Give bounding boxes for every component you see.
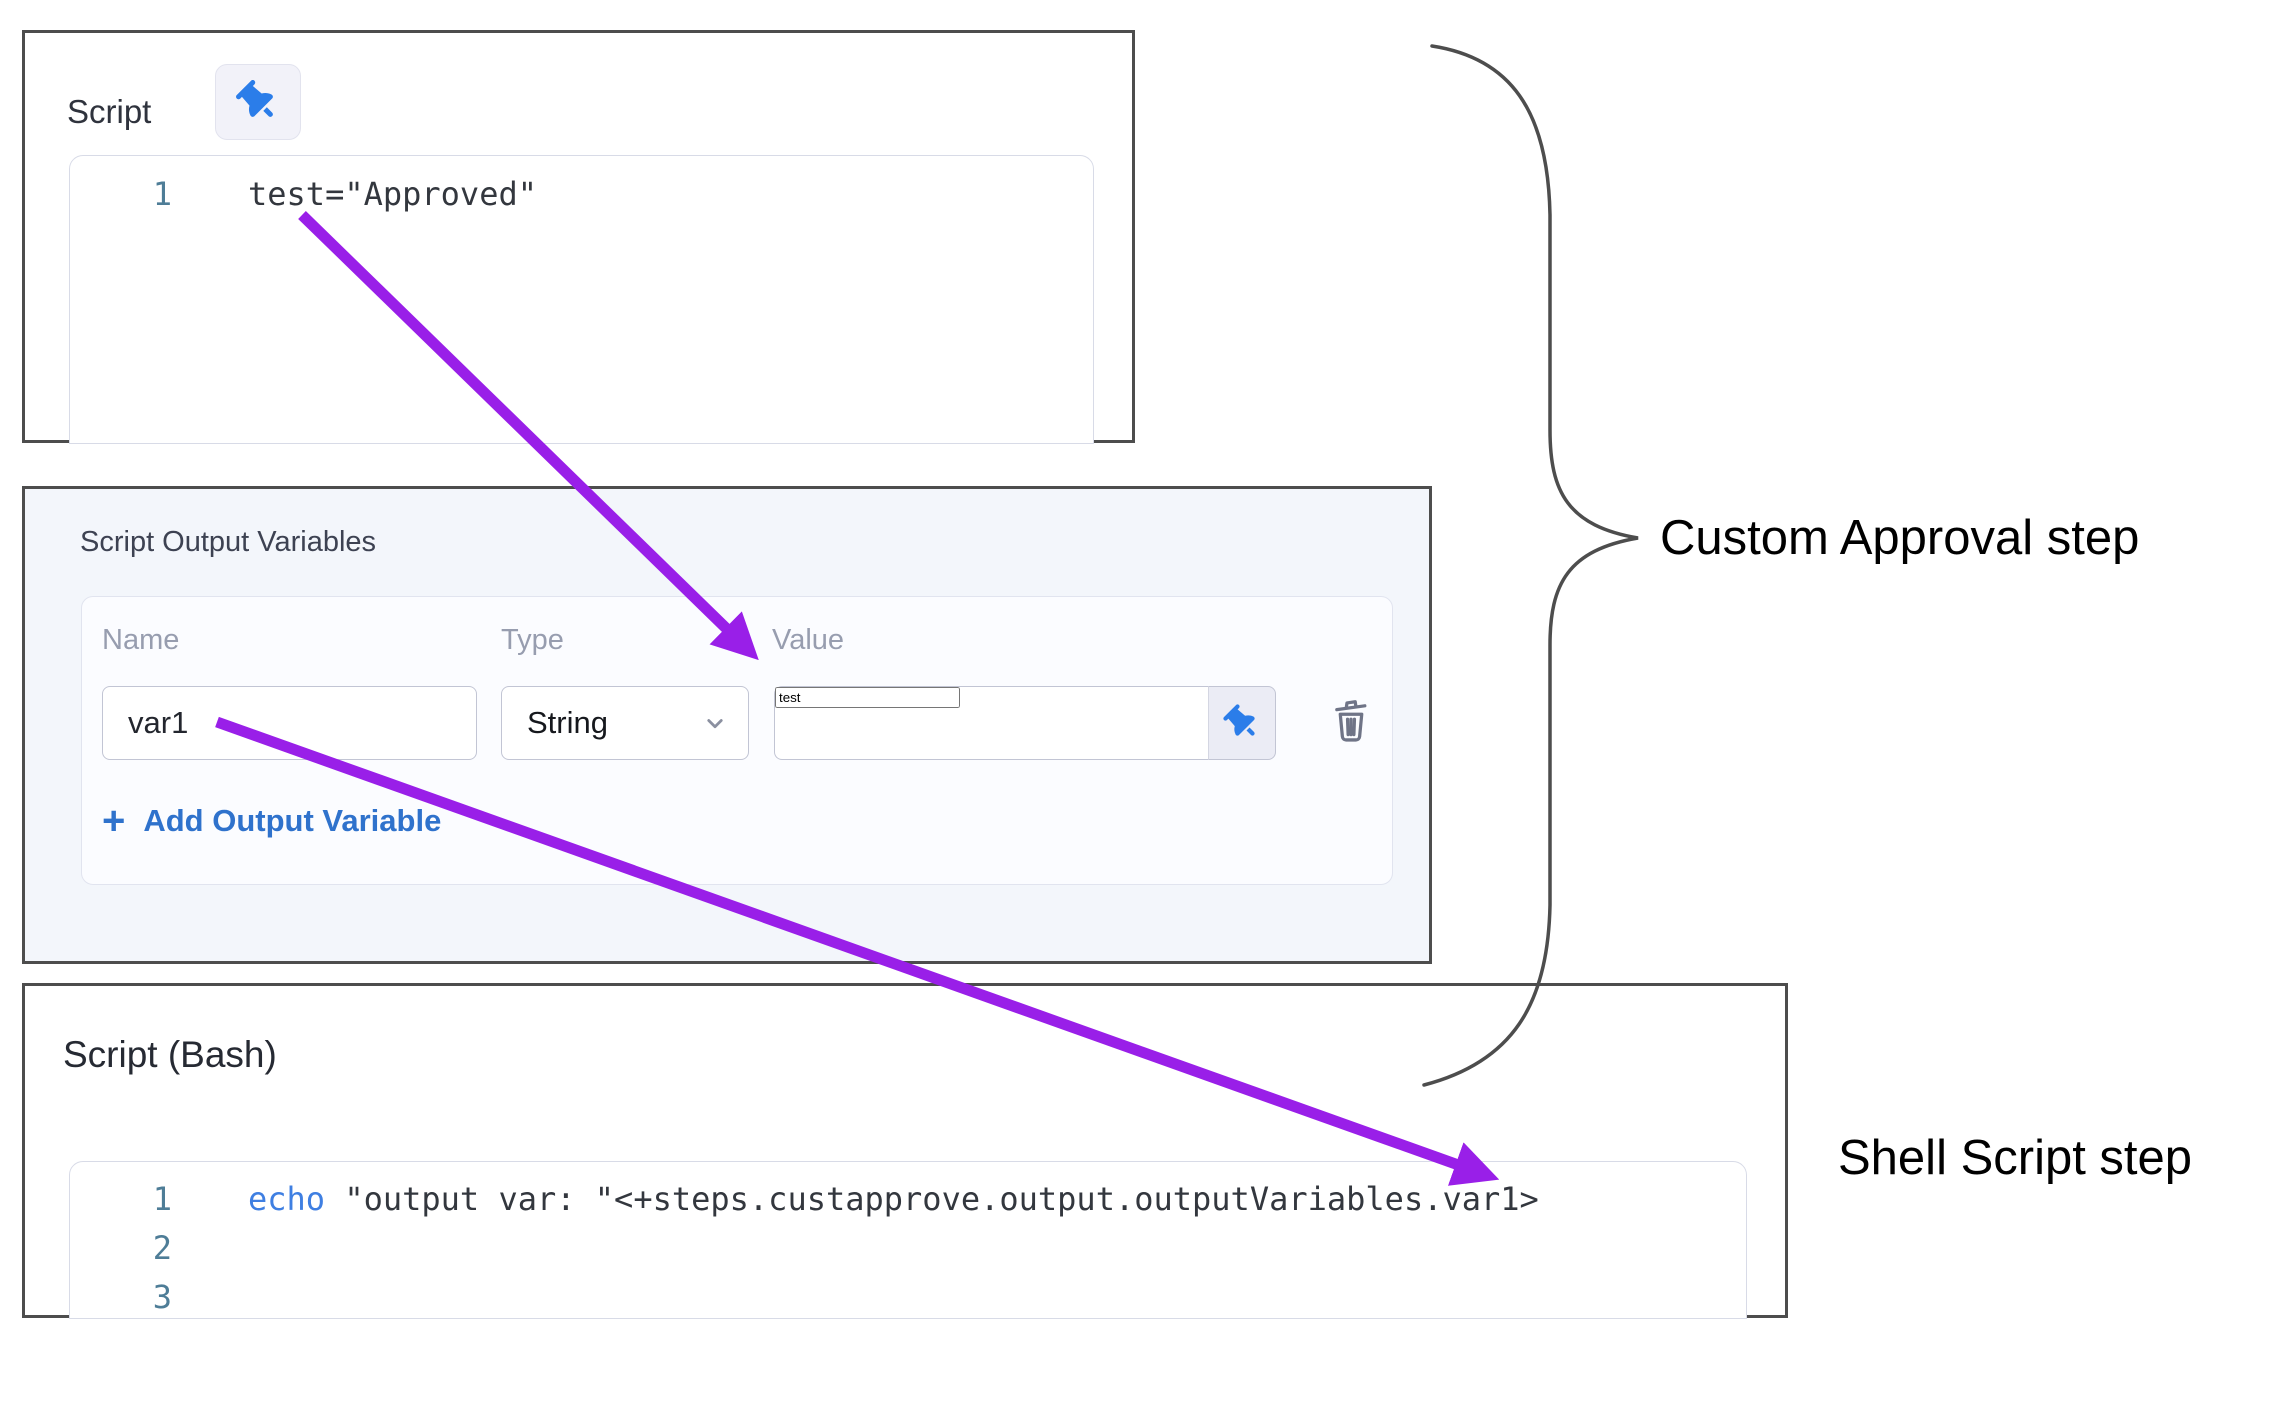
line-number: 3 [152, 1278, 172, 1316]
script-output-variables-title: Script Output Variables [80, 526, 377, 558]
bash-code-editor[interactable]: 1 echo "output var: "<+steps.custapprove… [69, 1161, 1747, 1319]
script-section-title: Script [67, 93, 152, 130]
variable-name-input[interactable] [103, 687, 476, 759]
value-pin-button[interactable] [1208, 686, 1276, 760]
shell-script-title: Script (Bash) [63, 1034, 277, 1075]
script-output-variables-panel: Script Output Variables Name Type Value … [22, 486, 1432, 964]
chevron-down-icon [700, 708, 730, 738]
pin-icon [1223, 704, 1259, 740]
delete-variable-button[interactable] [1325, 693, 1377, 751]
variable-value-field [774, 686, 1276, 760]
variable-value-input-wrap [774, 686, 1208, 760]
line-number: 1 [152, 1180, 172, 1218]
custom-approval-script-panel: Script 1 test="Approved" [22, 30, 1135, 444]
custom-approval-step-label: Custom Approval step [1660, 511, 2140, 565]
line-number: 2 [152, 1229, 172, 1267]
add-output-variable-label: Add Output Variable [143, 803, 442, 838]
trash-icon [1328, 694, 1374, 751]
output-variables-card: Name Type Value String [81, 596, 1393, 885]
code-line: 1 test="Approved" [70, 170, 1093, 219]
script-pin-button[interactable] [215, 64, 301, 140]
column-header-type: Type [501, 624, 564, 656]
code-text: echo "output var: "<+steps.custapprove.o… [248, 1175, 1539, 1224]
curly-brace [1422, 44, 1639, 1087]
script-code-editor[interactable]: 1 test="Approved" [69, 155, 1094, 444]
variable-value-input[interactable] [775, 687, 960, 708]
column-header-name: Name [102, 624, 180, 656]
variable-name-input-wrap [102, 686, 477, 760]
shell-script-panel: Script (Bash) 1 echo "output var: "<+ste… [22, 983, 1788, 1319]
code-token: "output var: "<+steps.custapprove.output… [325, 1180, 1539, 1218]
keyword-token: echo [248, 1180, 326, 1218]
variable-type-value: String [527, 705, 608, 740]
add-output-variable-button[interactable]: + Add Output Variable [102, 801, 441, 841]
column-header-value: Value [772, 624, 845, 656]
code-text: test="Approved" [248, 175, 537, 213]
shell-script-step-label: Shell Script step [1838, 1131, 2193, 1185]
plus-icon: + [102, 799, 126, 843]
variable-type-select[interactable]: String [501, 686, 749, 760]
pin-icon [236, 80, 278, 122]
code-line: 1 echo "output var: "<+steps.custapprove… [70, 1175, 1746, 1224]
line-number: 1 [152, 175, 172, 213]
code-line: 3 [70, 1273, 1746, 1318]
code-line: 2 [70, 1224, 1746, 1273]
